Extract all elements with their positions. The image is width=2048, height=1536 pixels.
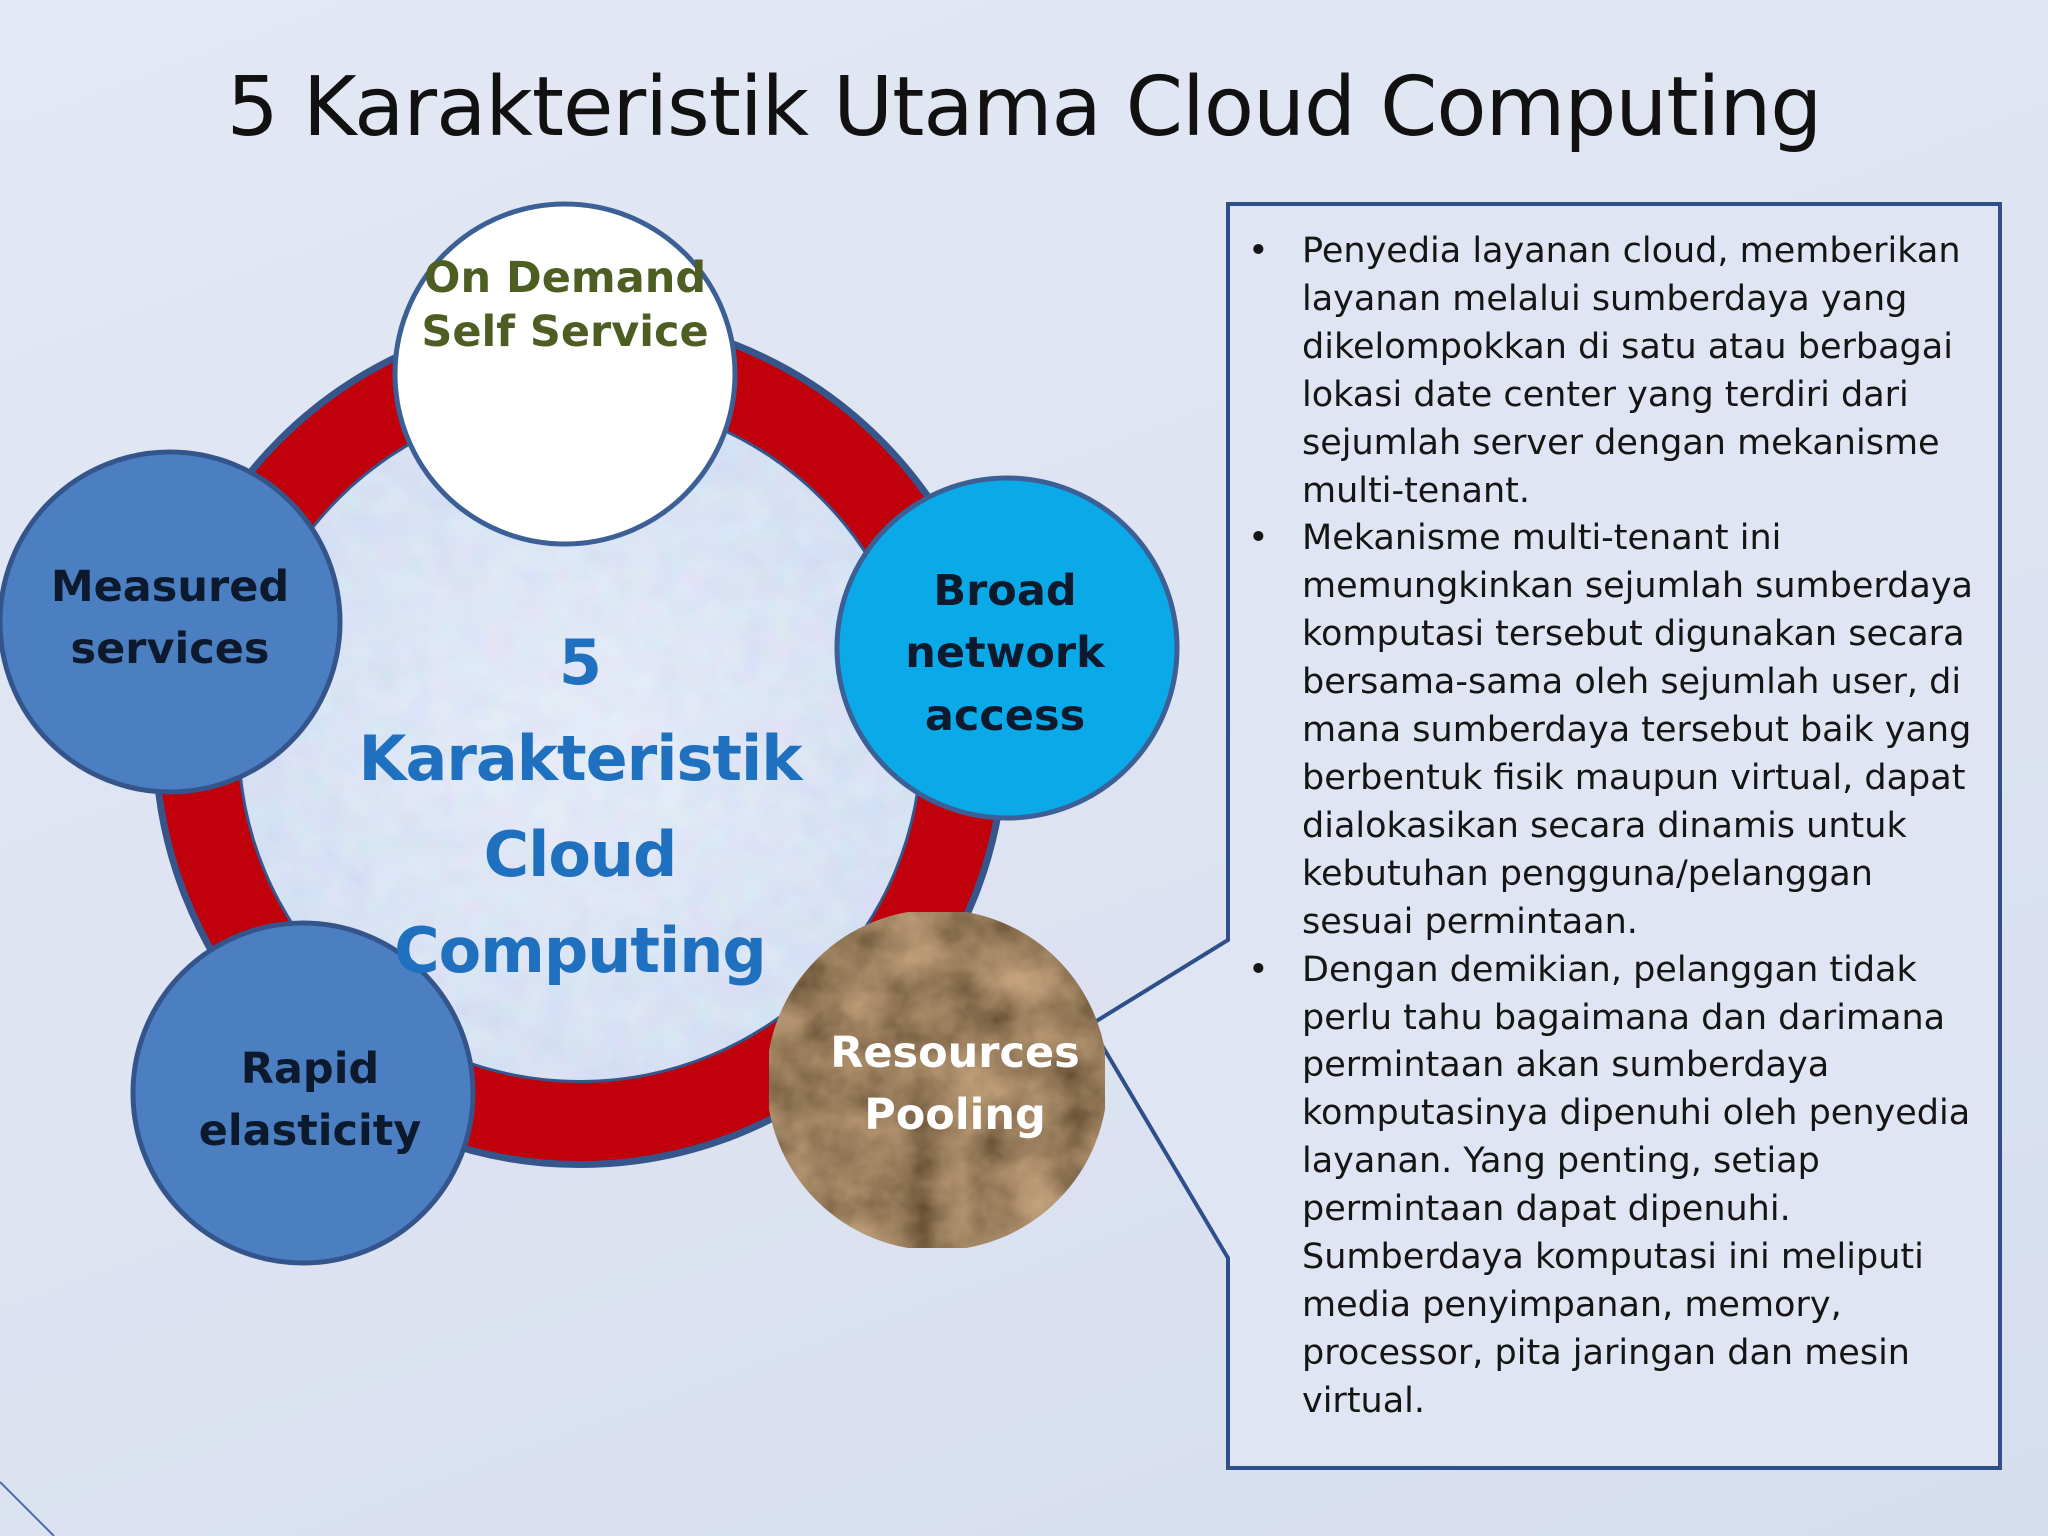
callout-bullet-list: • Penyedia layanan cloud, memberikan lay… — [1240, 228, 1980, 1426]
callout-bullet-text: Penyedia layanan cloud, memberikan layan… — [1302, 231, 1961, 511]
bullet-marker: • — [1248, 231, 1269, 271]
center-title: 5 Karakteristik Cloud Computing — [358, 626, 802, 988]
callout-bullet-item: • Penyedia layanan cloud, memberikan lay… — [1240, 228, 1980, 515]
callout-bullet-text: Mekanisme multi-tenant ini memungkinkan … — [1302, 518, 1973, 942]
node-on-demand-label: On Demand Self Service — [421, 253, 709, 357]
callout-bullet-item: • Mekanisme multi-tenant ini memungkinka… — [1240, 515, 1980, 946]
slide-title: 5 Karakteristik Utama Cloud Computing — [226, 60, 1823, 155]
center-texture — [240, 400, 920, 1080]
node-rapid-elasticity-circle — [130, 920, 476, 1266]
node-measured-services-circle — [0, 449, 343, 795]
node-broad-network-label: Broad network access — [905, 566, 1105, 741]
bullet-marker: • — [1248, 949, 1269, 990]
callout-bullet-item: • Dengan demikian, pelanggan tidak perlu… — [1240, 947, 1980, 1426]
node-resources-pooling-circle — [766, 909, 1108, 1251]
node-broad-network-circle — [834, 475, 1180, 821]
callout-box — [1087, 202, 2002, 1470]
node-rapid-elasticity-label: Rapid elasticity — [198, 1044, 422, 1157]
node-measured-services-label: Measured services — [50, 562, 290, 675]
node-on-demand-circle — [392, 201, 738, 547]
node-resources-pooling-label: Resources Pooling — [830, 1028, 1080, 1141]
callout-bullet-text: Dengan demikian, pelanggan tidak perlu t… — [1302, 949, 1971, 1421]
corner-accent-line — [0, 1481, 55, 1536]
bullet-marker: • — [1248, 518, 1269, 559]
